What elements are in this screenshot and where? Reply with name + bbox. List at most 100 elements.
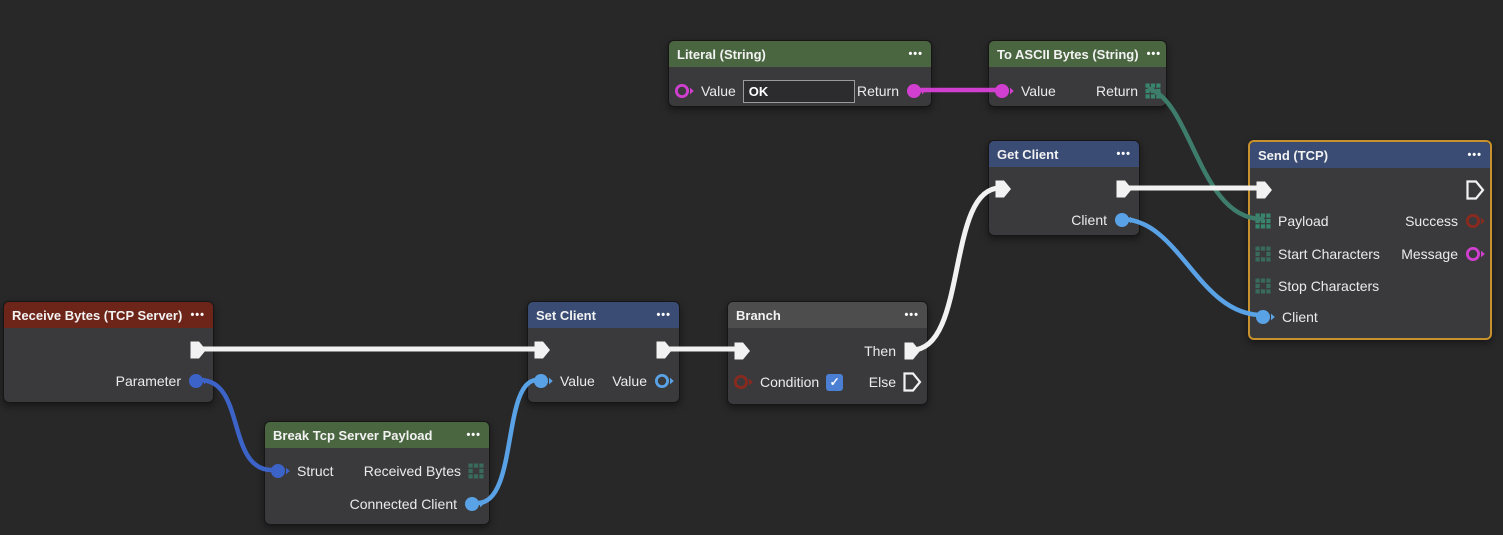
condition-input-pin-icon[interactable]: [733, 374, 753, 390]
node-header[interactable]: Set Client •••: [528, 302, 679, 328]
value-in-label: Value: [560, 373, 595, 389]
value-out-label: Value: [612, 373, 647, 389]
connected-client-output-pin-icon[interactable]: [464, 496, 484, 512]
start-characters-input-pin-icon[interactable]: [1255, 246, 1271, 262]
node-row: [989, 173, 1139, 205]
return-output-pin-icon[interactable]: [906, 83, 926, 99]
return-label: Return: [1095, 83, 1138, 99]
node-set-client[interactable]: Set Client ••• Value Value: [527, 301, 680, 403]
success-output-pin-icon[interactable]: [1465, 213, 1485, 229]
received-bytes-label: Received Bytes: [363, 463, 461, 479]
value-input-pin-icon[interactable]: [533, 373, 553, 389]
value-output-pin-icon[interactable]: [654, 373, 674, 389]
start-characters-label: Start Characters: [1278, 246, 1380, 262]
node-receive-bytes-tcp-server[interactable]: Receive Bytes (TCP Server) ••• Parameter: [3, 301, 214, 403]
connected-client-label: Connected Client: [349, 496, 457, 512]
else-exec-out-pin-icon[interactable]: [903, 372, 922, 392]
node-row: Value Return: [989, 75, 1166, 107]
exec-in-pin-icon[interactable]: [994, 179, 1013, 199]
then-label: Then: [864, 343, 896, 359]
value-input-pin-icon[interactable]: [674, 83, 694, 99]
node-header[interactable]: Receive Bytes (TCP Server) •••: [4, 302, 213, 328]
node-get-client[interactable]: Get Client ••• Client: [988, 140, 1140, 236]
received-bytes-output-pin-icon[interactable]: [468, 463, 484, 479]
exec-in-pin-icon[interactable]: [733, 341, 752, 361]
node-row: Connected Client: [265, 488, 489, 520]
node-menu-icon[interactable]: •••: [904, 308, 919, 321]
then-exec-out-pin-icon[interactable]: [903, 341, 922, 361]
return-array-pin-icon[interactable]: [1145, 83, 1161, 99]
node-title: Get Client: [997, 146, 1059, 162]
client-label: Client: [1071, 212, 1107, 228]
struct-input-pin-icon[interactable]: [270, 463, 290, 479]
message-output-pin-icon[interactable]: [1465, 246, 1485, 262]
node-row: Struct Received Bytes: [265, 455, 489, 487]
wire-getclient-client-to-send-client: [1118, 216, 1265, 318]
node-title: Receive Bytes (TCP Server): [12, 307, 183, 323]
node-header[interactable]: Send (TCP) •••: [1250, 142, 1490, 168]
exec-out-pin-icon[interactable]: [1115, 179, 1134, 199]
node-menu-icon[interactable]: •••: [1467, 148, 1482, 161]
node-literal-string[interactable]: Literal (String) ••• Value Return: [668, 40, 932, 107]
node-row: Stop Characters: [1250, 270, 1490, 302]
node-header[interactable]: Break Tcp Server Payload •••: [265, 422, 489, 448]
condition-label: Condition: [760, 374, 820, 390]
node-title: Break Tcp Server Payload: [273, 427, 433, 443]
node-title: Set Client: [536, 307, 596, 323]
node-row: Value Return: [669, 75, 931, 107]
node-menu-icon[interactable]: •••: [1146, 47, 1162, 60]
value-label: Value: [701, 83, 736, 99]
node-row: Payload Success: [1250, 205, 1490, 237]
node-branch[interactable]: Branch ••• Then Condition ✓ Else: [727, 301, 928, 405]
parameter-label: Parameter: [115, 373, 181, 389]
node-break-tcp-server-payload[interactable]: Break Tcp Server Payload ••• Struct Rece…: [264, 421, 490, 525]
node-row: Condition ✓ Else: [728, 366, 927, 398]
client-label: Client: [1282, 309, 1318, 325]
condition-checkbox[interactable]: ✓: [826, 373, 844, 391]
value-label: Value: [1021, 83, 1056, 99]
exec-in-pin-icon[interactable]: [1255, 180, 1274, 200]
value-input-pin-icon[interactable]: [994, 83, 1014, 99]
node-row: Then: [728, 335, 927, 367]
node-header[interactable]: Branch •••: [728, 302, 927, 328]
node-row: [4, 334, 213, 366]
node-row: Value Value: [528, 365, 679, 397]
node-title: Branch: [736, 307, 781, 323]
node-menu-icon[interactable]: •••: [656, 308, 671, 321]
client-input-pin-icon[interactable]: [1255, 309, 1275, 325]
node-row: Start Characters Message: [1250, 238, 1490, 270]
node-header[interactable]: Get Client •••: [989, 141, 1139, 167]
node-to-ascii-bytes[interactable]: To ASCII Bytes (String) ••• Value Return: [988, 40, 1167, 107]
node-send-tcp[interactable]: Send (TCP) ••• Payload Success: [1248, 140, 1492, 340]
return-label: Return: [856, 83, 899, 99]
node-title: To ASCII Bytes (String): [997, 46, 1139, 62]
node-header[interactable]: To ASCII Bytes (String) •••: [989, 41, 1166, 67]
node-row: [1250, 174, 1490, 206]
node-row: Parameter: [4, 365, 213, 397]
parameter-output-pin-icon[interactable]: [188, 373, 208, 389]
node-row: Client: [989, 204, 1139, 236]
client-output-pin-icon[interactable]: [1114, 212, 1134, 228]
payload-label: Payload: [1278, 213, 1329, 229]
node-title: Literal (String): [677, 46, 766, 62]
node-header[interactable]: Literal (String) •••: [669, 41, 931, 67]
node-row: [528, 334, 679, 366]
exec-in-pin-icon[interactable]: [533, 340, 552, 360]
value-input[interactable]: [742, 79, 855, 103]
exec-out-pin-icon[interactable]: [189, 340, 208, 360]
stop-characters-label: Stop Characters: [1278, 278, 1380, 294]
node-menu-icon[interactable]: •••: [1116, 147, 1131, 160]
exec-out-pin-icon[interactable]: [1466, 180, 1485, 200]
payload-input-pin-icon[interactable]: [1255, 213, 1271, 229]
node-title: Send (TCP): [1258, 147, 1329, 163]
exec-out-pin-icon[interactable]: [655, 340, 674, 360]
node-menu-icon[interactable]: •••: [908, 47, 923, 60]
node-menu-icon[interactable]: •••: [190, 308, 205, 321]
success-label: Success: [1405, 213, 1458, 229]
struct-label: Struct: [297, 463, 334, 479]
node-row: Client: [1250, 301, 1490, 333]
stop-characters-input-pin-icon[interactable]: [1255, 278, 1271, 294]
node-menu-icon[interactable]: •••: [466, 428, 481, 441]
message-label: Message: [1401, 246, 1458, 262]
